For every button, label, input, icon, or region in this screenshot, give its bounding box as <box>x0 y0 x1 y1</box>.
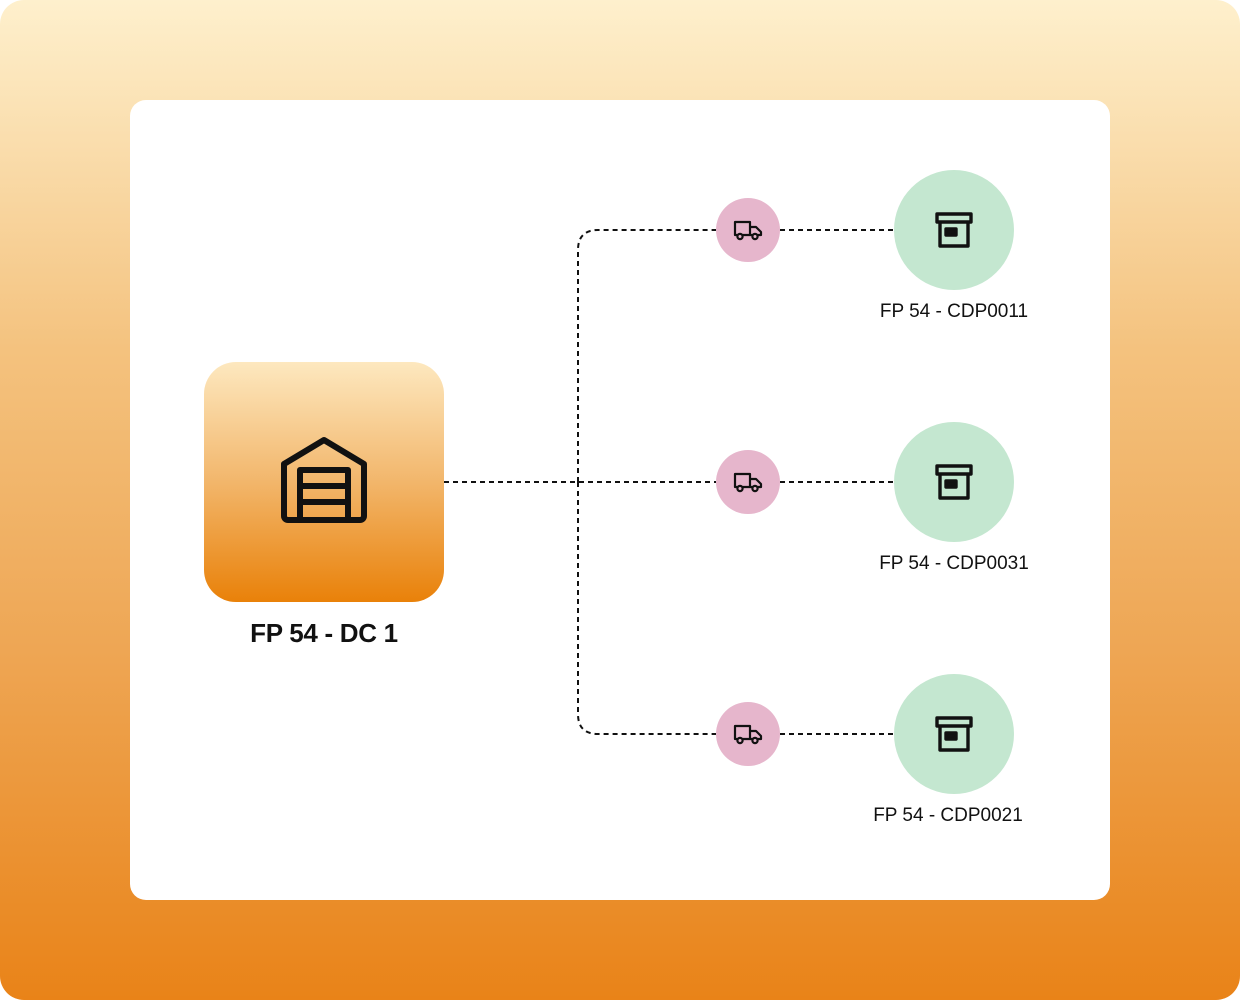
connector-branch-bottom <box>577 482 716 735</box>
distribution-center-label: FP 54 - DC 1 <box>250 618 398 648</box>
store-icon <box>935 716 973 752</box>
truck-node-3[interactable] <box>716 702 780 766</box>
store-label-2: FP 54 - CDP0031 <box>879 553 1029 574</box>
truck-node-1[interactable] <box>716 198 780 262</box>
truck-icon <box>733 724 763 745</box>
store-icon <box>935 212 973 248</box>
store-node-1[interactable] <box>894 170 1014 290</box>
store-label-3: FP 54 - CDP0021 <box>873 805 1023 826</box>
warehouse-icon <box>281 437 367 523</box>
store-label-1: FP 54 - CDP0011 <box>879 301 1029 322</box>
store-icon <box>935 464 973 500</box>
truck-icon <box>733 220 763 241</box>
store-node-2[interactable] <box>894 422 1014 542</box>
connector-branch-top <box>577 229 716 482</box>
store-node-3[interactable] <box>894 674 1014 794</box>
truck-node-2[interactable] <box>716 450 780 514</box>
distribution-center-node[interactable] <box>204 362 444 602</box>
truck-icon <box>733 472 763 493</box>
